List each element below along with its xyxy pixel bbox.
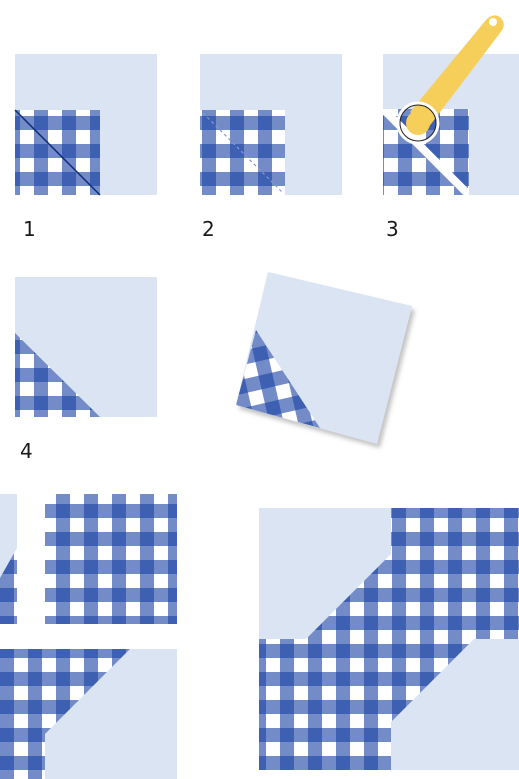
step-2-figure bbox=[200, 54, 342, 195]
pressed-block-figure bbox=[236, 272, 412, 444]
finished-block-figure bbox=[259, 508, 519, 770]
gingham-square-top-right bbox=[45, 494, 177, 624]
gingham-block-bottom-left bbox=[0, 649, 45, 779]
partial-quilt-figure bbox=[0, 494, 177, 779]
step-label-4: 4 bbox=[20, 439, 33, 463]
gingham-square-bottom-left bbox=[259, 639, 391, 770]
step-label-1: 1 bbox=[23, 217, 36, 241]
step-4-figure bbox=[15, 277, 157, 417]
step-3-figure bbox=[376, 15, 519, 202]
step-1-figure bbox=[15, 54, 157, 195]
step-label-3: 3 bbox=[386, 217, 399, 241]
gingham-square-top-right bbox=[391, 508, 519, 639]
step-label-2: 2 bbox=[202, 217, 215, 241]
